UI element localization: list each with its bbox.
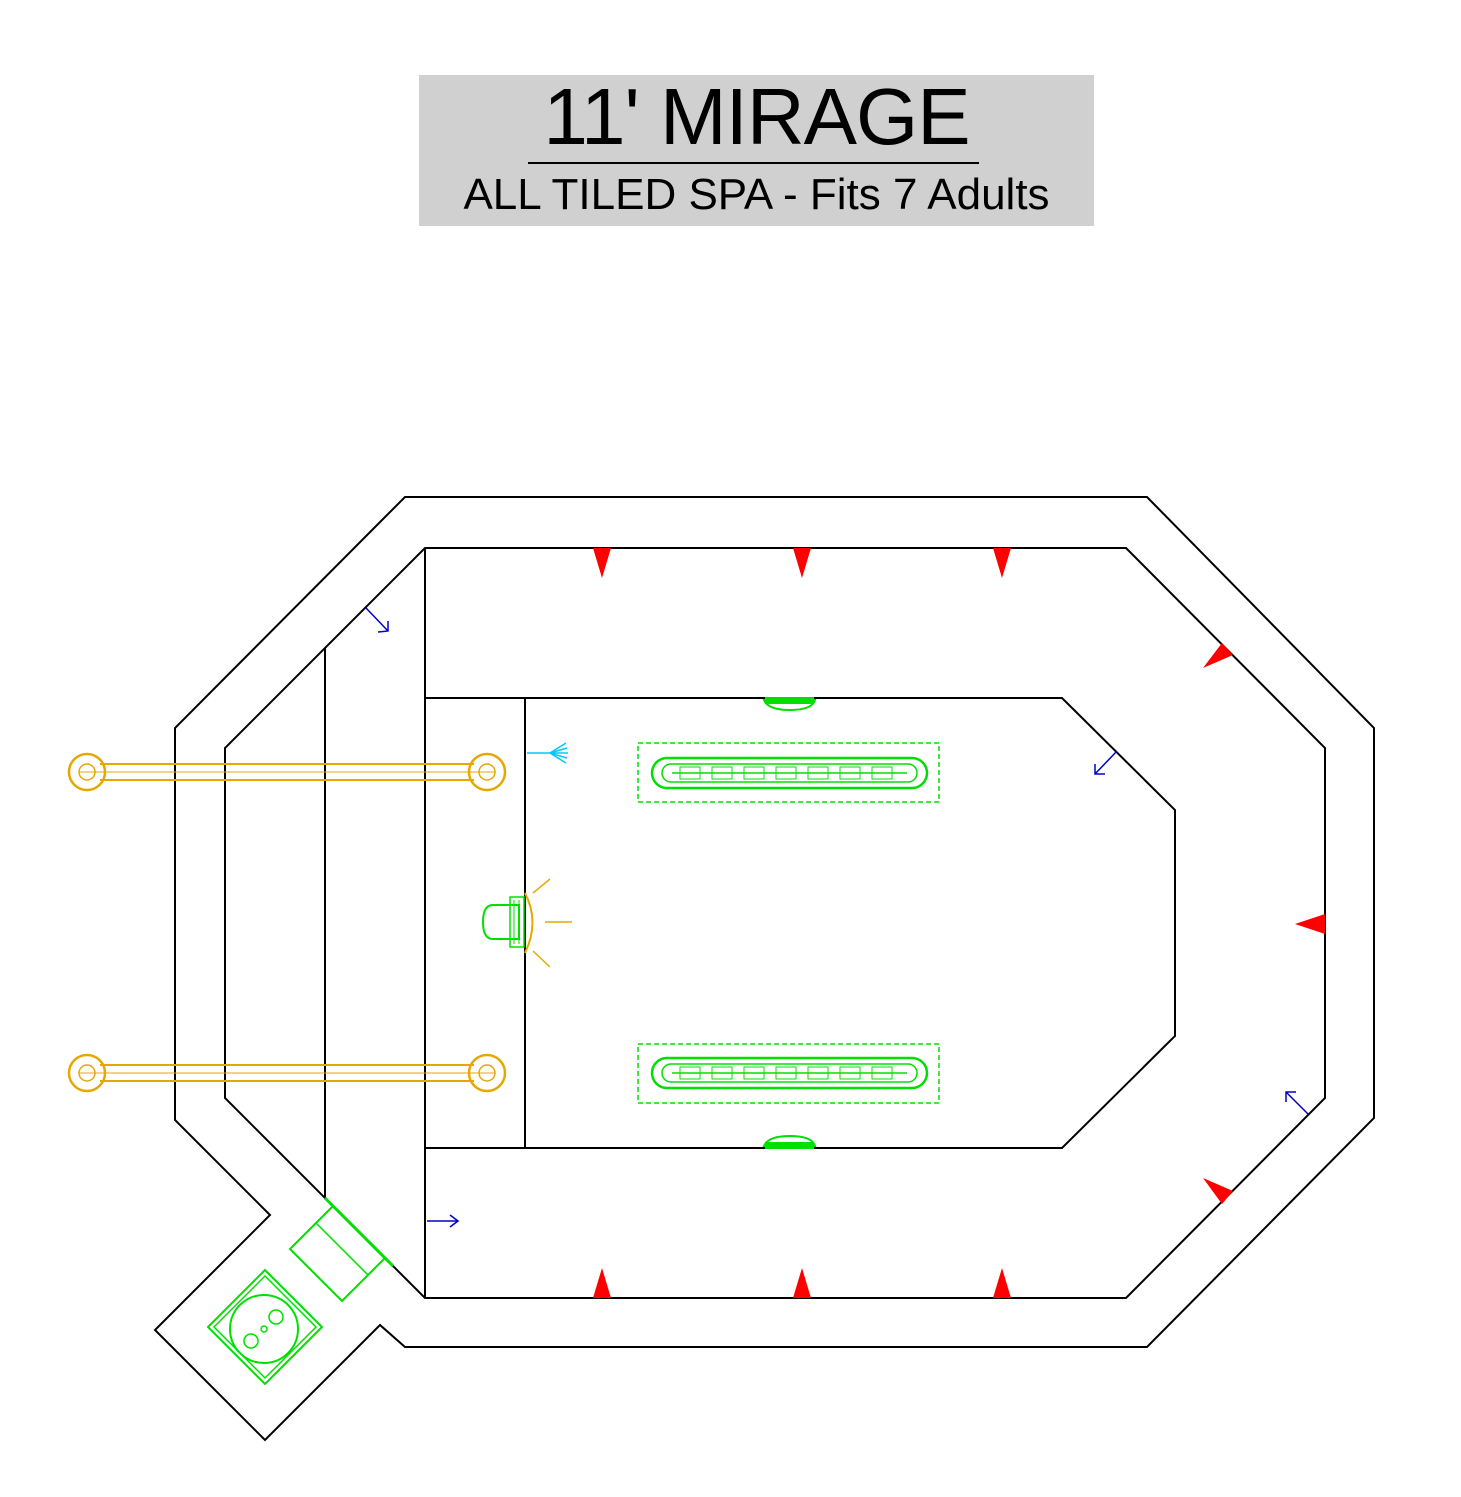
return-icon (1285, 1091, 1309, 1115)
return-icon (365, 607, 389, 633)
drain-dashed-border (637, 1043, 940, 1104)
drain-grate-icon (650, 1056, 929, 1090)
floor-drain-bottom (637, 1043, 940, 1104)
return-arrows (365, 607, 1309, 1228)
drain-grate-icon (650, 756, 929, 790)
jet-icon (993, 1268, 1011, 1298)
jet-icon (793, 1268, 811, 1298)
jet-icon (793, 548, 811, 578)
outer-deck-outline (153, 496, 1375, 1442)
jets (593, 548, 1325, 1298)
handrail-bottom (67, 1053, 507, 1093)
inner-shell-outline (224, 547, 1326, 1299)
spa-light-icon (481, 878, 572, 968)
drain-dashed-border (637, 742, 940, 803)
title-divider (528, 162, 979, 164)
jet-icon (1203, 643, 1233, 668)
jet-icon (593, 548, 611, 578)
jet-icon (1295, 914, 1325, 934)
title-plate: 11' MIRAGE ALL TILED SPA - Fits 7 Adults (419, 75, 1094, 226)
jet-icon (593, 1268, 611, 1298)
handrail-top (67, 752, 507, 792)
edge-drain-top (762, 697, 817, 712)
floor-outline (425, 697, 1176, 1149)
jet-icon (1203, 1178, 1233, 1204)
floor-drain-top (637, 742, 940, 803)
skimmer-icon (206, 1196, 395, 1386)
edge-drain-bottom (762, 1134, 817, 1149)
return-icon (427, 1214, 460, 1228)
jet-icon (993, 548, 1011, 578)
page-title: 11' MIRAGE (543, 72, 970, 161)
page-subtitle: ALL TILED SPA - Fits 7 Adults (463, 170, 1050, 219)
return-icon (1094, 750, 1118, 775)
air-fitting-icon (527, 742, 568, 764)
